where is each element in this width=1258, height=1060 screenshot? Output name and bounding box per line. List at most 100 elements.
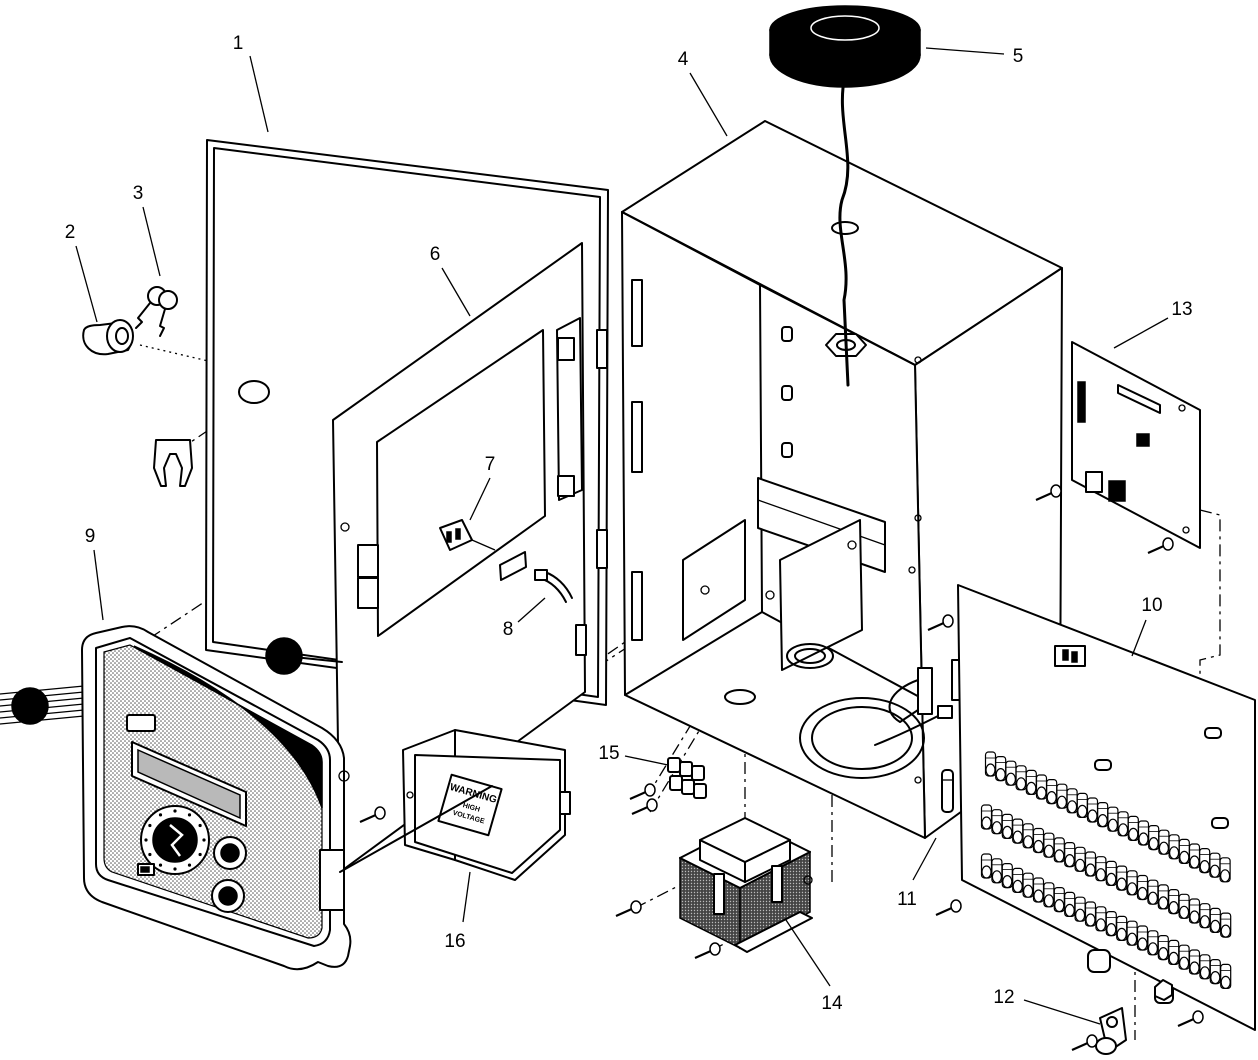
terminal-screw-head [1046, 790, 1057, 805]
dial-tick [187, 863, 192, 867]
faceplate-logo-badge [126, 714, 156, 732]
terminal-screw-head [1220, 924, 1231, 938]
mounting-bracket-hole [1106, 1016, 1118, 1028]
leader-line-11 [912, 837, 937, 881]
dial-knob[interactable] [152, 817, 198, 863]
dial-tick [158, 813, 163, 817]
dial-tick [158, 863, 163, 867]
enclosure-floor-edge [624, 611, 763, 696]
terminal-board-relay-pin [1071, 651, 1078, 663]
key-blade [135, 302, 151, 329]
door-cable-break-marker [265, 637, 303, 675]
warning-bracket-tab [559, 791, 571, 815]
leader-line-15 [624, 755, 669, 766]
terminal-screw-head [991, 870, 1003, 884]
terminal-board-relay-pin [1062, 649, 1069, 661]
terminal-screw-head [1097, 813, 1108, 828]
terminal-screw-head [1138, 832, 1149, 846]
terminal-screw-head [1036, 786, 1047, 800]
dial-tick [198, 852, 202, 857]
button-upper-cap[interactable] [220, 843, 240, 863]
part-inner-panel [332, 242, 587, 873]
faceplate-side-latch [319, 849, 345, 911]
enclosure-mount-hole [914, 776, 922, 784]
faceplate-button-lower[interactable] [211, 879, 245, 913]
terminal-screw-head [1085, 913, 1096, 927]
part-connector [439, 519, 496, 551]
part-keys [135, 286, 178, 337]
dial-tick [198, 823, 202, 828]
connector-pin [455, 528, 461, 540]
part-terminal-block [667, 757, 707, 799]
ribbon-cable-break-marker [11, 687, 49, 725]
leader-line-1 [249, 55, 269, 133]
pcb-jack-dark [1108, 480, 1126, 502]
terminal-screw-head [1015, 777, 1027, 791]
terminal-screw-head [1116, 877, 1127, 891]
button-lower-cap[interactable] [218, 886, 238, 906]
terminal-screw-head [1033, 839, 1044, 854]
screw-head [374, 806, 386, 820]
terminal-screw-head [1064, 853, 1075, 868]
terminal-screw-head [1189, 961, 1200, 975]
terminal-screw-head [1074, 858, 1086, 872]
enclosure-side-slot [631, 401, 643, 473]
faceplate-swoosh [133, 645, 323, 809]
callout-16: 16 [444, 931, 465, 952]
terminal-screw-head [1189, 855, 1200, 869]
enclosure-side-slot [631, 279, 643, 347]
callout-3: 3 [133, 183, 144, 204]
terminal-block-cell [669, 775, 683, 791]
enclosure-back-top-edge [621, 211, 761, 286]
leader-line-7 [469, 477, 491, 521]
leader-line-14 [785, 919, 831, 987]
terminal-screw-head [985, 763, 996, 777]
transformer-mount-foot [734, 911, 813, 953]
terminal-screw-head [1137, 886, 1148, 901]
part-fuse [941, 769, 954, 813]
terminal-screw-head [1077, 804, 1088, 819]
leader-line-5 [925, 47, 1005, 55]
terminal-board-bracket-tab [1087, 949, 1111, 973]
terminal-screw-head [1054, 898, 1065, 913]
enclosure-standoff [781, 385, 793, 401]
terminal-board-standoff [1204, 727, 1222, 739]
enclosure-side-slot [631, 571, 643, 641]
part-lock-cylinder [82, 319, 134, 356]
leader-line-16 [462, 871, 471, 923]
leader-line-10 [1131, 619, 1147, 657]
inner-panel-hinge-bracket [556, 317, 583, 501]
terminal-screw-head [1199, 859, 1210, 874]
enclosure-din-rail-edge [757, 499, 886, 546]
part-controller-faceplate [0, 625, 352, 971]
inner-panel-latch-lower [357, 577, 379, 609]
terminal-screw-head [1022, 835, 1034, 849]
antenna-top [769, 5, 921, 55]
part-mounting-bracket [1095, 979, 1173, 1055]
terminal-screw-head [1148, 836, 1159, 851]
assembly-line-clip [181, 401, 251, 449]
faceplate-dial[interactable] [140, 805, 210, 875]
terminal-board-standoff [1211, 817, 1229, 829]
leader-line-13 [1113, 317, 1169, 349]
screw-head [1050, 484, 1062, 498]
connector-wire [471, 539, 496, 551]
terminal-screw-head [1026, 781, 1037, 796]
enclosure-back-edge [759, 284, 763, 613]
callout-4: 4 [678, 49, 689, 70]
assembly-line-pcb [1199, 509, 1221, 835]
inner-panel-slot [499, 551, 527, 581]
faceplate-lcd-screen [137, 748, 241, 820]
callout-7: 7 [485, 454, 496, 475]
faceplate-button-upper[interactable] [213, 836, 247, 870]
enclosure-bracket-hole [847, 540, 857, 550]
terminal-screw-head [1033, 889, 1044, 903]
terminal-screw-head [1219, 869, 1231, 883]
terminal-screw-head [1147, 891, 1159, 905]
terminal-screw-head [1106, 872, 1117, 887]
pcb-board [1071, 341, 1201, 549]
inner-panel-screw-hole [340, 522, 350, 532]
terminal-screw-head [995, 767, 1006, 782]
pcb-fuse-holder [1117, 384, 1161, 414]
part-transformer [679, 817, 813, 953]
